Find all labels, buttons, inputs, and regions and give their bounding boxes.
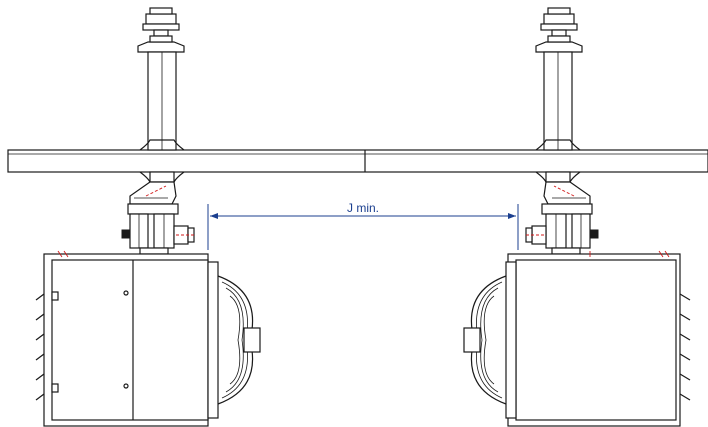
dimension-j-min: J min. bbox=[207, 201, 519, 250]
right-flue-assembly bbox=[524, 7, 599, 255]
left-flue-assembly bbox=[121, 7, 196, 255]
left-heater-unit bbox=[35, 250, 219, 427]
dimension-label: J min. bbox=[347, 201, 379, 215]
left-fan-grille bbox=[217, 275, 261, 405]
right-heater-unit bbox=[505, 250, 691, 427]
horizontal-duct bbox=[7, 149, 708, 173]
right-fan-grille bbox=[463, 275, 507, 405]
